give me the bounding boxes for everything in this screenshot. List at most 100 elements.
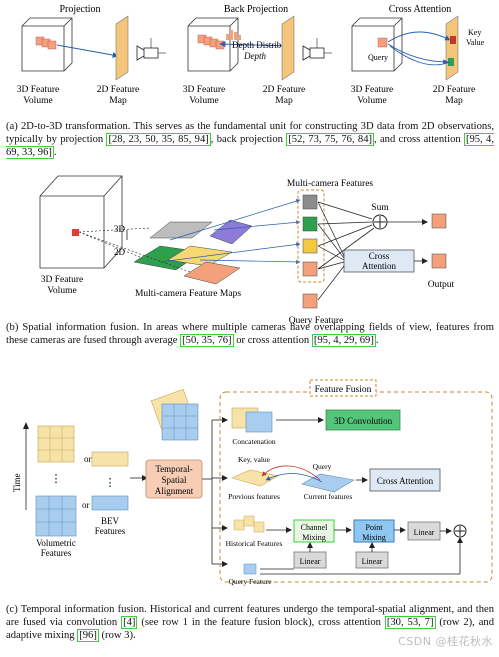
panel-a-diagrams: Projection 3D Feature Volume 2D Feature … — [17, 4, 485, 106]
label-time: Time — [12, 473, 22, 492]
label-cross-attention-c: Cross Attention — [377, 476, 434, 486]
caption-b-text: (b) Spatial information fusion. In areas… — [6, 322, 494, 347]
label-bev-1: BEV — [101, 516, 120, 526]
bev-blue — [91, 495, 129, 511]
label-map-2b: Map — [275, 96, 293, 106]
label-volume-2a: Volume — [23, 96, 52, 106]
cross-attention-map — [445, 15, 459, 81]
label-linear-1: Linear — [414, 528, 435, 537]
label-volume-2-b: Volume — [47, 286, 76, 296]
label-2d: 2D — [114, 247, 126, 257]
projection-map — [115, 15, 129, 81]
cite-cross-attention-c[interactable]: [30, 53, 7] — [384, 616, 436, 630]
label-or-2: or — [82, 500, 90, 510]
label-multi-camera-features: Multi-camera Features — [287, 179, 374, 189]
caption-c-mid1: (see row 1 in the feature fusion block),… — [137, 617, 381, 629]
label-point-1: Point — [366, 523, 384, 532]
cite-cross-attention[interactable]: [95, 4, 69, 33, 96] — [6, 133, 494, 160]
title-back-projection: Back Projection — [224, 4, 288, 15]
concat-cubes — [231, 407, 273, 433]
multi-camera-features-box — [297, 189, 325, 283]
title-projection: Projection — [59, 4, 100, 15]
label-alignment-3: Alignment — [155, 486, 194, 496]
volume-cube-b — [39, 175, 123, 269]
bev-yellow — [91, 451, 129, 467]
cross-attention-cube — [351, 17, 403, 72]
label-map-1c: 2D Feature — [433, 85, 475, 95]
label-point-2: Mixing — [362, 533, 386, 542]
label-map-1a: 2D Feature — [97, 85, 139, 95]
label-alignment-1: Temporal- — [155, 464, 192, 474]
label-dots-1: ⋮ — [51, 473, 62, 485]
label-depth: Depth — [243, 51, 266, 61]
label-volumetric-2: Features — [41, 548, 72, 558]
label-dots-2: ⋮ — [105, 477, 116, 489]
volumetric-yellow — [37, 425, 75, 463]
back-projection-map — [281, 15, 295, 81]
caption-b-end: . — [375, 335, 379, 347]
panel-c-diagram: Time ⋮ Volumetric Features or or ⋮ BEV F… — [12, 379, 493, 586]
label-sum: Sum — [371, 203, 389, 213]
label-linear-3: Linear — [362, 557, 383, 566]
caption-b: (b) Spatial information fusion. In areas… — [6, 321, 494, 348]
label-previous-features: Previous features — [228, 492, 280, 501]
label-feature-fusion: Feature Fusion — [315, 385, 372, 395]
historical-cubes — [233, 515, 265, 533]
caption-c-end: (row 3). — [98, 630, 136, 642]
label-alignment-2: Spatial — [162, 475, 187, 485]
caption-a: (a) 2D-to-3D transformation. This serves… — [6, 120, 494, 160]
panel-b-diagram: 3D 2D Multi-camera Feature Maps 3D Featu… — [39, 175, 455, 326]
caption-a-mid1: , back projection — [210, 134, 283, 146]
cite-average[interactable]: [50, 35, 76] — [180, 334, 234, 348]
camera-icon — [136, 38, 166, 61]
depth-distribution-bars — [226, 30, 241, 40]
label-bev-2: Features — [95, 526, 126, 536]
label-volumetric-1: Volumetric — [36, 538, 76, 548]
label-channel-2: Mixing — [302, 533, 326, 542]
label-volume-2b: Volume — [189, 96, 218, 106]
label-channel-1: Channel — [301, 523, 328, 532]
cite-convolution[interactable]: [4] — [121, 616, 138, 630]
feature-maps — [133, 219, 253, 285]
caption-c: (c) Temporal information fusion. Histori… — [6, 603, 494, 643]
label-map-2a: Map — [109, 96, 127, 106]
conv3d-box — [325, 409, 401, 431]
back-projection-cube — [187, 17, 239, 72]
label-query-c: Query — [313, 462, 332, 471]
rotated-grids — [150, 388, 199, 441]
cross-attention-box-c — [369, 468, 441, 492]
volumetric-blue — [35, 495, 77, 537]
label-depth-distrib: Depth Distrib — [232, 40, 282, 50]
caption-a-end: . — [53, 147, 57, 159]
label-value: Value — [466, 38, 485, 47]
channel-mixing-box — [293, 519, 335, 543]
label-cross-b2: Attention — [362, 261, 396, 271]
projection-cube — [21, 17, 73, 72]
label-map-2c: Map — [445, 96, 463, 106]
watermark: CSDN @桂花秋水 — [398, 635, 493, 648]
label-key-value: Key, value — [238, 455, 271, 464]
cite-back-projection[interactable]: [52, 73, 75, 76, 84] — [286, 133, 375, 147]
label-volume-1b: 3D Feature — [183, 85, 225, 95]
label-map-1b: 2D Feature — [263, 85, 305, 95]
camera-icon — [302, 38, 332, 61]
label-historical-features: Historical Features — [226, 539, 283, 548]
point-mixing-box — [353, 519, 395, 543]
label-linear-2: Linear — [300, 557, 321, 566]
label-3d: 3D — [114, 224, 126, 234]
caption-b-mid: or cross attention — [233, 335, 310, 347]
label-conv3d: 3D Convolution — [334, 416, 393, 426]
label-key: Key — [468, 28, 481, 37]
label-feature-maps: Multi-camera Feature Maps — [135, 289, 241, 299]
cite-projection[interactable]: [28, 23, 50, 35, 85, 94] — [106, 133, 211, 147]
cite-cross-attention-b[interactable]: [95, 4, 29, 69] — [311, 334, 376, 348]
label-volume-1-b: 3D Feature — [41, 275, 83, 285]
label-volume-1c: 3D Feature — [351, 85, 393, 95]
label-query-feature-b: Query Feature — [289, 316, 344, 326]
label-volume-2c: Volume — [357, 96, 386, 106]
label-query-feature-c: Query Feature — [228, 577, 272, 586]
title-cross-attention: Cross Attention — [389, 4, 452, 15]
cite-adaptive-mixing[interactable]: [96] — [77, 629, 99, 643]
label-output: Output — [428, 280, 455, 290]
